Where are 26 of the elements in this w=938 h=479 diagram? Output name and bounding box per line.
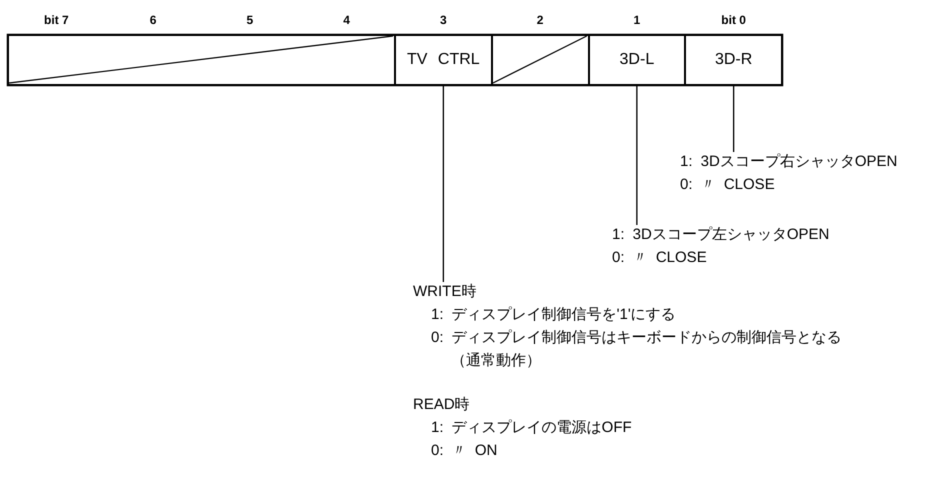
description-text: 0: ディスプレイ制御信号はキーボードからの制御信号となる（通常動作）: [431, 328, 843, 371]
register-cell: 3D-L: [588, 35, 686, 85]
description-text: 1: 3Dスコープ左シャッタOPEN: [612, 225, 830, 245]
description-text: WRITE時: [413, 282, 478, 302]
unused-bit-cell: [492, 35, 588, 85]
bit-number: bit 7: [44, 13, 69, 27]
bit-number: 4: [343, 13, 350, 27]
bit-number: 1: [634, 13, 640, 27]
bit-number: 5: [246, 13, 254, 27]
description-text: 1: ディスプレイの電源はOFF: [431, 418, 633, 438]
description-text: READ時: [413, 395, 471, 415]
bit-number: 6: [150, 13, 156, 27]
leader-line: [636, 85, 638, 225]
description-text: 1: 3Dスコープ右シャッタOPEN: [680, 152, 898, 172]
bit-number: bit 0: [721, 13, 746, 27]
register-cell: 3D-R: [685, 35, 782, 85]
leader-line: [442, 85, 444, 282]
register-cell: TV CTRL: [395, 35, 492, 85]
description-text: 0: 〃 ON: [431, 441, 498, 461]
description-text: 1: ディスプレイ制御信号を'1'にする: [431, 305, 677, 325]
description-text: 0: 〃 CLOSE: [612, 248, 708, 268]
description-text: 0: 〃 CLOSE: [680, 175, 776, 195]
bit-number: 3: [440, 13, 447, 27]
bit-number: 2: [536, 13, 544, 27]
unused-bit-cell: [8, 35, 395, 85]
leader-line: [732, 85, 734, 152]
